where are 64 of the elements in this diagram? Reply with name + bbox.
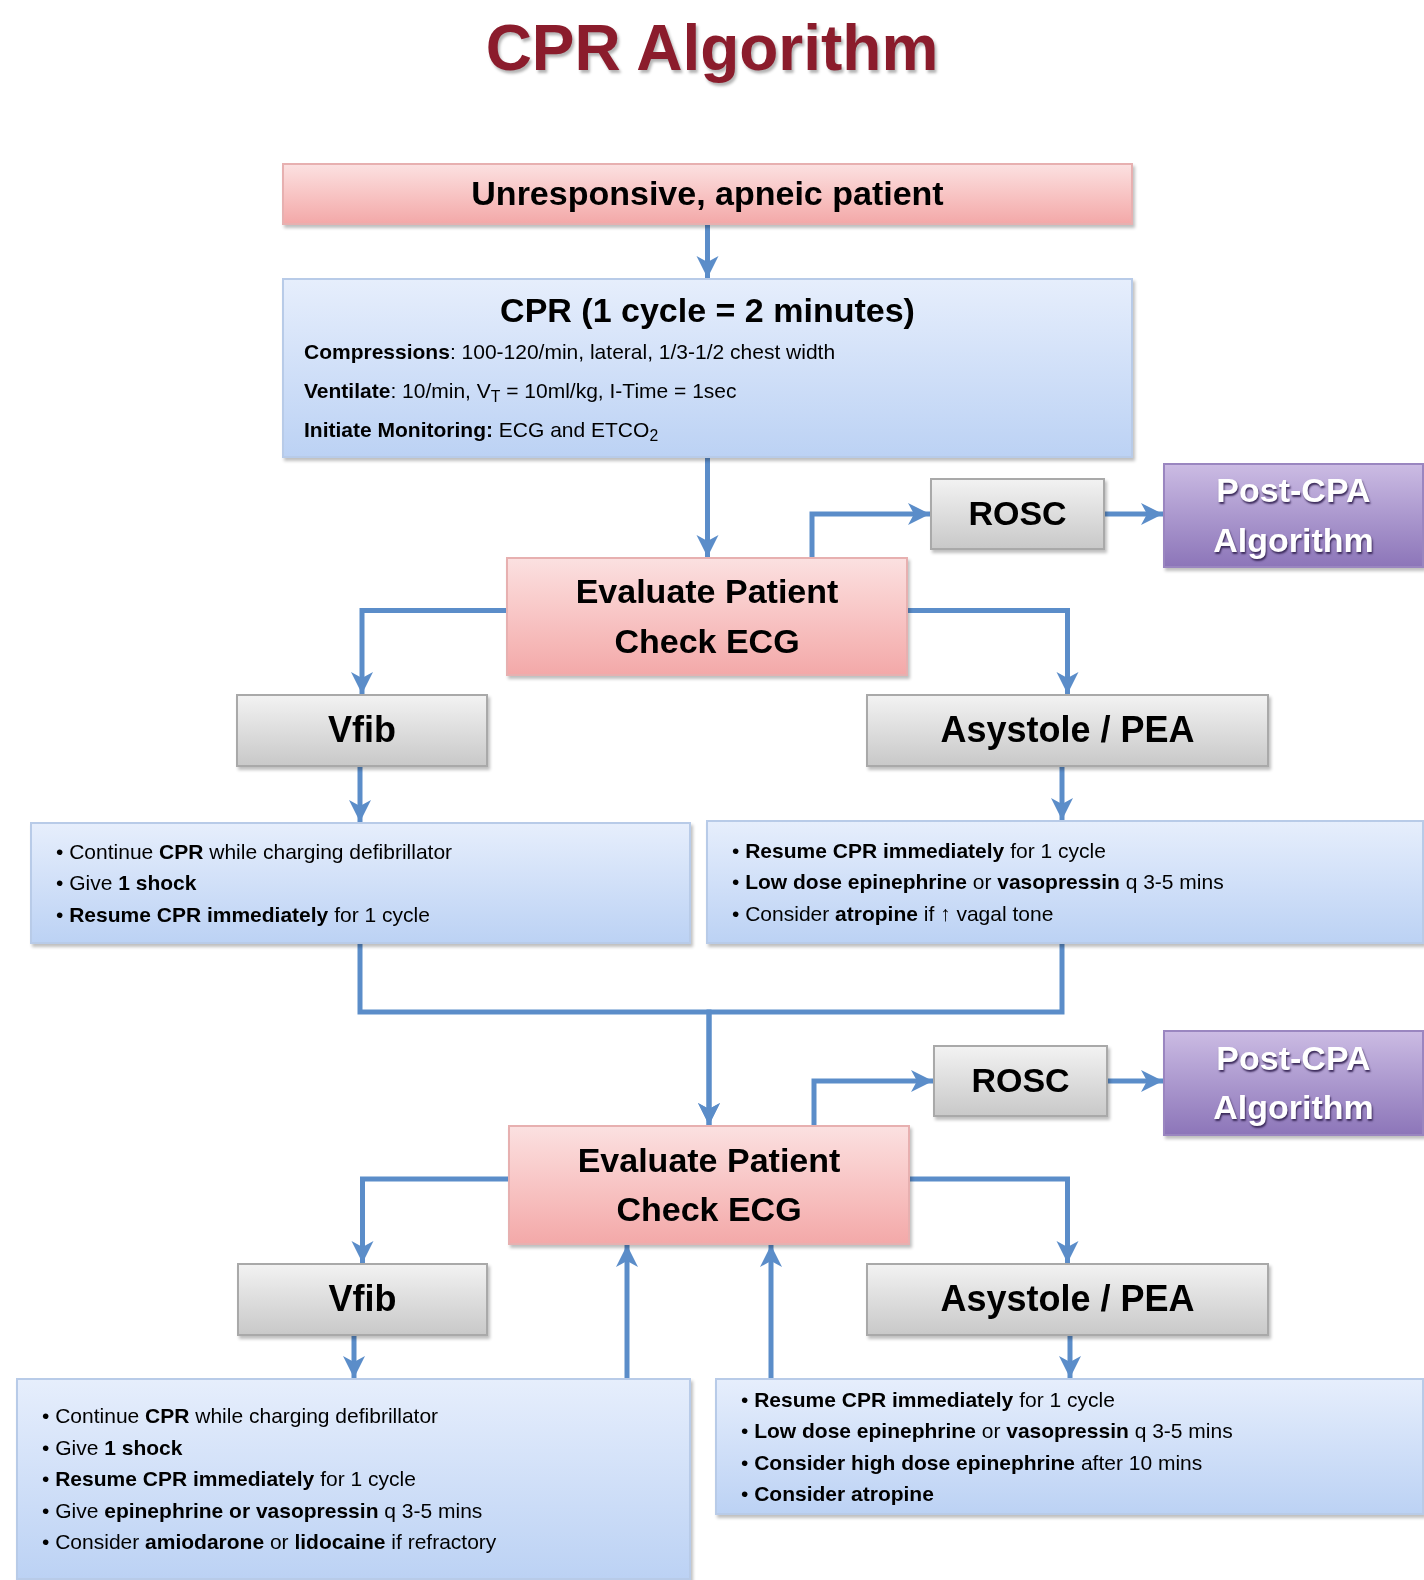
outcome-box: [933, 1045, 1108, 1117]
bullet-item: • Consider amiodarone or lidocaine if refractory: [41, 1529, 498, 1556]
bullet-item: • Low dose epinephrine or vasopressin q 3-5 mins: [731, 869, 1225, 896]
box-label: Asystole / PEA: [940, 1277, 1195, 1322]
arrow: [343, 1336, 365, 1378]
bullet-item: • Resume CPR immediately for 1 cycle: [740, 1386, 1116, 1413]
arrow: [351, 1176, 508, 1263]
reference-box: [1163, 1030, 1424, 1136]
arrow: [1051, 767, 1073, 820]
arrow: [616, 1245, 638, 1378]
arrow: [696, 225, 719, 278]
box-label: ROSC: [971, 1060, 1070, 1102]
box-label: Evaluate Patient Check ECG: [574, 571, 840, 662]
bullet-item: • Resume CPR immediately for 1 cycle: [41, 1466, 417, 1493]
arrow: [760, 1245, 782, 1378]
reference-box: [1163, 463, 1424, 568]
arrow: [351, 608, 506, 694]
bullet-item: • Resume CPR immediately for 1 cycle: [731, 837, 1107, 864]
arrow: [349, 767, 371, 822]
start-box: [282, 163, 1133, 225]
bullet-item: • Consider high dose epinephrine after 10 mins: [740, 1449, 1204, 1476]
instruction-text: Compressions: 100-120/min, lateral, 1/3-1/2 chest width: [304, 339, 837, 366]
box-label: Post-CPA Algorithm: [1212, 470, 1375, 561]
box-label: Vfib: [328, 708, 396, 753]
arrow: [696, 458, 719, 557]
bullet-item: • Give 1 shock: [41, 1434, 184, 1461]
box-label: Unresponsive, apneic patient: [471, 173, 944, 215]
process-box: [282, 278, 1133, 458]
bullet-item: • Give epinephrine or vasopressin q 3-5 mins: [41, 1497, 484, 1524]
arrow: [1105, 503, 1163, 525]
action-box: [30, 822, 691, 944]
action-box: [706, 820, 1424, 944]
evaluate-box: [508, 1125, 910, 1245]
box-label: Post-CPA Algorithm: [1212, 1037, 1375, 1128]
instruction-text: Ventilate: 10/min, V$_{T}$ = 10ml/kg, I-Time = 1sec: [304, 378, 738, 408]
evaluate-box: [506, 557, 908, 676]
bullet-item: • Consider atropine: [740, 1481, 935, 1507]
outcome-box: [930, 478, 1105, 550]
box-heading: CPR (1 cycle = 2 minutes): [499, 290, 916, 331]
arrow: [910, 1176, 1079, 1263]
box-label: Evaluate Patient Check ECG: [576, 1139, 842, 1230]
bullet-item: • Resume CPR immediately for 1 cycle: [55, 901, 431, 928]
arrow: [698, 944, 1065, 1125]
bullet-item: • Low dose epinephrine or vasopressin q 3-5 mins: [740, 1418, 1234, 1444]
box-label: ROSC: [968, 493, 1067, 535]
arrow: [811, 1070, 933, 1125]
action-box: [715, 1378, 1424, 1515]
box-label: Asystole / PEA: [940, 708, 1195, 753]
arrow: [908, 608, 1079, 694]
bullet-item: • Give 1 shock: [55, 870, 198, 897]
rhythm-box: [866, 1263, 1269, 1336]
rhythm-box: [237, 1263, 488, 1336]
bullet-item: • Continue CPR while charging defibrillator: [55, 838, 454, 865]
rhythm-box: [236, 694, 488, 767]
bullet-item: • Continue CPR while charging defibrillator: [41, 1403, 440, 1430]
box-label: Vfib: [328, 1277, 397, 1322]
instruction-text: Initiate Monitoring: ECG and ETCO$_{2}$: [304, 417, 660, 447]
arrow: [1059, 1336, 1081, 1378]
arrow: [1108, 1070, 1163, 1092]
arrow: [809, 503, 930, 557]
action-box: [16, 1378, 691, 1580]
title: CPR Algorithm: [485, 11, 939, 86]
rhythm-box: [866, 694, 1269, 767]
bullet-item: • Consider atropine if ↑ vagal tone: [731, 900, 1055, 927]
